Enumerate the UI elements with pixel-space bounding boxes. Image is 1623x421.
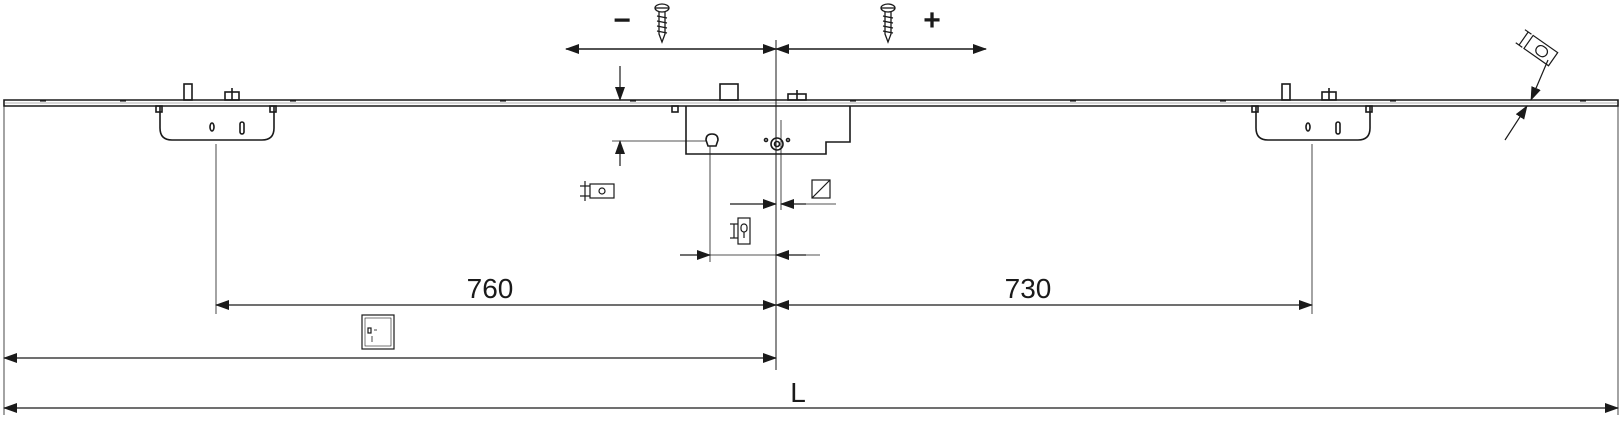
minus-sign: − xyxy=(613,4,631,37)
latch-offset-icon xyxy=(730,217,751,245)
dimension-right: 730 xyxy=(1005,273,1052,304)
square-spindle-icon xyxy=(811,179,831,199)
faceplate-thickness-icon xyxy=(1515,29,1559,67)
plus-sign: + xyxy=(923,4,941,37)
hook-spacing-dimension xyxy=(215,144,1313,314)
faceplate-width-icon xyxy=(361,314,395,350)
screw-icon xyxy=(880,3,896,44)
thickness-dimension xyxy=(1504,59,1549,141)
adjustment-range: − + xyxy=(565,3,987,54)
faceplate-bar xyxy=(3,99,1619,107)
total-length-dimension xyxy=(3,106,1619,415)
dimension-total: L xyxy=(790,377,806,408)
dimension-left: 760 xyxy=(467,273,514,304)
screw-icon xyxy=(654,3,670,44)
left-hook-housing xyxy=(155,83,277,141)
handle-height-dimension xyxy=(3,106,777,415)
backset-icon xyxy=(580,181,615,201)
right-hook-housing xyxy=(1251,83,1373,141)
cylinder-distance xyxy=(680,146,820,262)
backset-dimension xyxy=(612,66,706,166)
